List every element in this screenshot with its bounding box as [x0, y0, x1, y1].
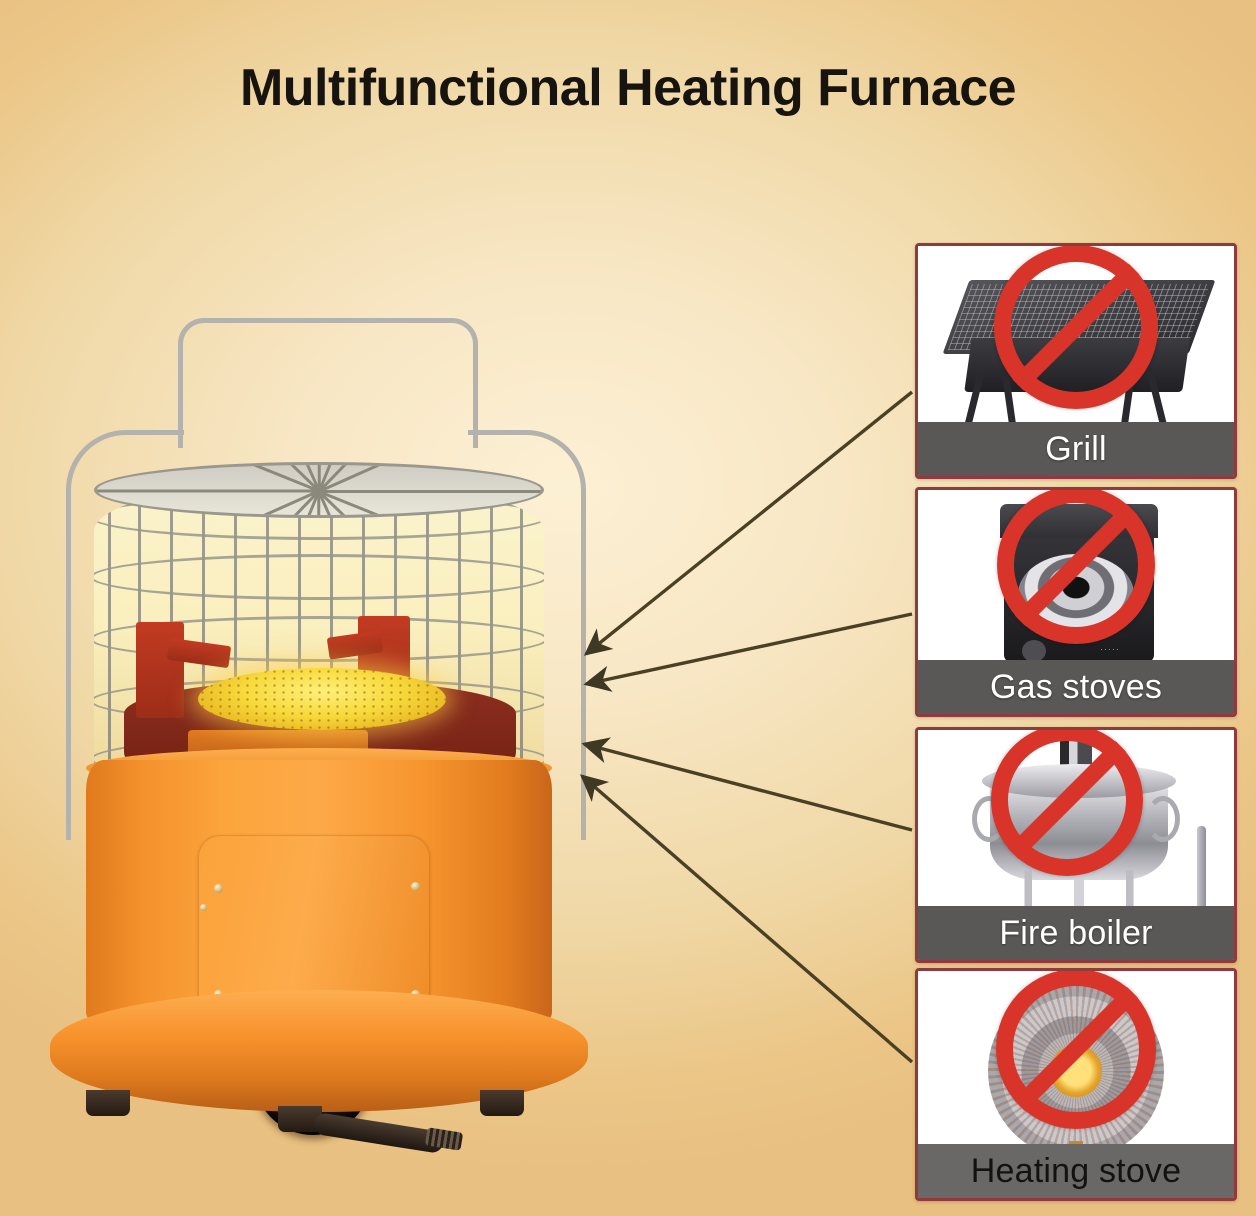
panel-screw — [411, 882, 420, 891]
gas-stove-brandmark: ····· — [1100, 644, 1120, 654]
usage-label-gas-stoves: Gas stoves — [918, 660, 1234, 714]
usage-label-fire-boiler: Fire boiler — [918, 906, 1234, 960]
carry-handle-arc-right — [468, 430, 586, 550]
page-title: Multifunctional Heating Furnace — [239, 59, 1017, 117]
usage-label-grill: Grill — [918, 422, 1234, 476]
prohibition-icon — [990, 730, 1143, 877]
gas-stove-knob — [1022, 640, 1046, 660]
gas-hose — [313, 1111, 445, 1155]
usage-label-heating-stove: Heating stove — [918, 1144, 1234, 1198]
prohibition-icon — [997, 490, 1155, 644]
boiler-rod — [1197, 826, 1206, 906]
base-foot — [86, 1090, 130, 1116]
usage-card-fire-boiler[interactable]: Fire boiler — [915, 727, 1237, 963]
boiler-handle-right — [1146, 796, 1180, 842]
carry-handle-leg-right — [581, 540, 586, 840]
usage-card-heating-stove[interactable]: Heating stove — [915, 968, 1237, 1201]
usage-card-grill[interactable]: Grill — [915, 243, 1237, 479]
ceramic-burner-plate — [198, 668, 446, 730]
usage-photo-gas-stoves: ····· — [918, 490, 1234, 660]
usage-photo-fire-boiler — [918, 730, 1234, 906]
usage-card-gas-stoves[interactable]: ····· Gas stoves — [915, 487, 1237, 717]
base-foot — [480, 1090, 524, 1116]
boiler-legs — [1014, 870, 1144, 906]
prohibition-icon — [994, 246, 1158, 409]
burner-perforations — [198, 668, 446, 730]
boiler-handle-left — [972, 796, 1006, 842]
carry-handle-leg-left — [66, 540, 71, 840]
carry-handle-top — [178, 318, 478, 448]
pot-support-left — [136, 622, 184, 718]
prohibition-icon — [996, 971, 1156, 1129]
heating-stove-stem — [1069, 1141, 1083, 1144]
panel-screw — [214, 884, 223, 893]
usage-photo-grill — [918, 246, 1234, 422]
usage-photo-heating-stove — [918, 971, 1234, 1144]
product-image-heating-furnace: OFF — [28, 290, 608, 1170]
carry-handle-arc-left — [66, 430, 184, 550]
wire-guard-cage-top — [94, 462, 544, 518]
panel-screw — [200, 904, 207, 911]
